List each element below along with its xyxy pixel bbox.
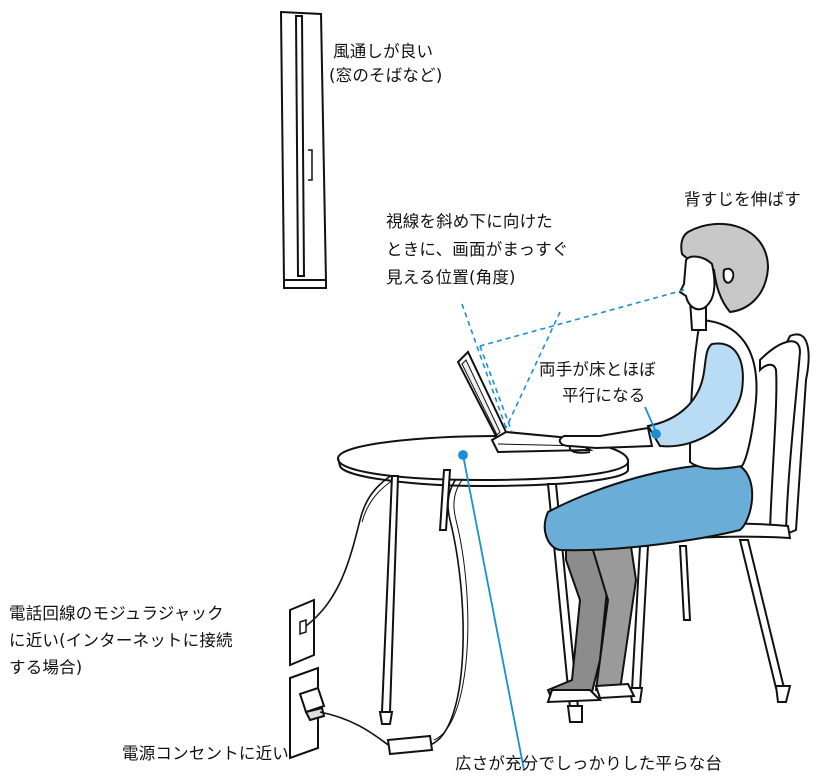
label-phone-line2: に近い(インターネットに接続 <box>9 631 233 650</box>
skirt <box>543 463 754 552</box>
label-hands-line1: 両手が床とほぼ <box>539 360 656 379</box>
label-phone-line3: する場合) <box>9 658 83 677</box>
label-hands-line2: 平行になる <box>562 386 646 405</box>
leader-lines <box>458 406 661 771</box>
label-posture-back: 背すじを伸ばす <box>684 190 801 209</box>
label-phone-line1: 電話回線のモジュラジャック <box>9 604 224 623</box>
label-power-outlet: 電源コンセントに近い <box>122 744 289 763</box>
label-view-line3: 見える位置(角度) <box>386 268 516 287</box>
label-table: 広さが充分でしっかりした平らな台 <box>455 754 723 773</box>
person-illustration <box>543 223 770 704</box>
label-view-line2: ときに、画面がまっすぐ <box>386 240 569 259</box>
label-view-line1: 視線を斜め下に向けた <box>386 212 553 231</box>
sleeve <box>646 342 744 448</box>
label-ventilation-line2: (窓のそばなど) <box>329 66 443 85</box>
power-outlet <box>289 666 326 760</box>
window-illustration <box>279 10 328 289</box>
laptop-illustration <box>456 350 594 454</box>
phone-jack-outlet <box>289 598 315 667</box>
label-ventilation-line1: 風通しが良い <box>333 42 434 61</box>
cables <box>305 445 498 747</box>
face <box>678 255 716 311</box>
sight-lines <box>461 289 685 433</box>
hair <box>680 223 770 314</box>
power-adapter <box>386 734 434 756</box>
